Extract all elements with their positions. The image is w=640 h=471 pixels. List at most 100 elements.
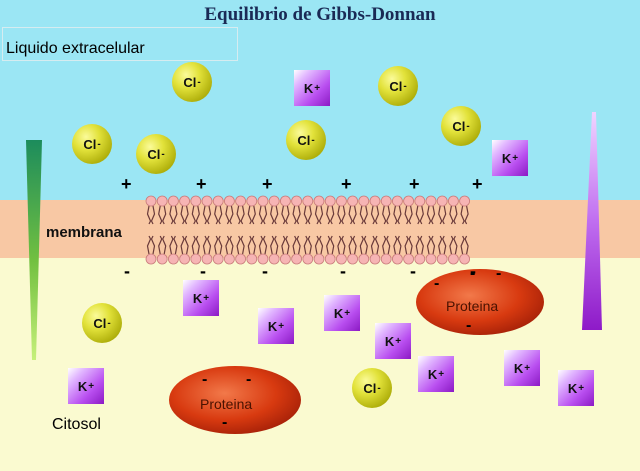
phospholipid-tail xyxy=(281,235,286,255)
phospholipid-head xyxy=(268,253,280,265)
phospholipid-head xyxy=(403,253,415,265)
phospholipid-tail xyxy=(363,205,368,225)
phospholipid-tail xyxy=(352,205,357,225)
potassium-ion: K+ xyxy=(324,295,360,331)
phospholipid-tail xyxy=(180,205,185,225)
phospholipid-head xyxy=(167,253,179,265)
phospholipid-head xyxy=(403,195,415,207)
phospholipid-tail xyxy=(426,205,432,225)
cytosol-gradient-wedge xyxy=(582,112,602,330)
phospholipid-tail xyxy=(337,205,342,225)
phospholipid-tail xyxy=(453,235,458,255)
chloride-ion: Cl- xyxy=(172,62,212,102)
phospholipid-tail xyxy=(206,205,212,225)
phospholipid-head xyxy=(223,253,235,265)
potassium-ion: K+ xyxy=(258,308,294,344)
phospholipid-tail xyxy=(274,235,279,255)
phospholipid-head xyxy=(391,253,403,265)
phospholipid-head xyxy=(145,253,157,265)
phospholipid-tail xyxy=(146,235,152,255)
phospholipid-tail xyxy=(303,205,308,225)
phospholipid-head xyxy=(335,253,347,265)
phospholipid-head xyxy=(358,253,370,265)
phospholipid-tail xyxy=(292,205,297,225)
phospholipid-tail xyxy=(374,235,380,255)
membrane-band xyxy=(0,200,640,258)
phospholipid-head xyxy=(380,195,392,207)
phospholipid-tail xyxy=(352,235,357,255)
phospholipid-tail xyxy=(404,235,409,255)
phospholipid-tail xyxy=(218,235,223,255)
phospholipid-tail xyxy=(341,205,346,225)
phospholipid-tail xyxy=(251,205,256,225)
phospholipid-tail xyxy=(296,235,301,255)
phospholipid-head xyxy=(145,195,157,207)
phospholipid-tail xyxy=(374,205,380,225)
phospholipid-tail xyxy=(370,235,376,255)
phospholipid-tail xyxy=(330,205,335,225)
phospholipid-tail xyxy=(240,235,245,255)
phospholipid-head xyxy=(436,195,448,207)
phospholipid-head xyxy=(246,195,258,207)
phospholipid-tail xyxy=(162,235,167,255)
phospholipid-tail xyxy=(419,235,424,255)
phospholipid-head xyxy=(179,195,191,207)
phospholipid-head xyxy=(223,195,235,207)
phospholipid-tail xyxy=(326,205,331,225)
potassium-ion: K+ xyxy=(558,370,594,406)
membrane-outer-charge: + xyxy=(409,174,420,194)
phospholipid-tail xyxy=(236,235,241,255)
phospholipid-tail xyxy=(386,235,391,255)
chloride-ion: Cl- xyxy=(72,124,112,164)
phospholipid-tail xyxy=(173,235,178,255)
phospholipid-head xyxy=(459,195,471,207)
phospholipid-tail xyxy=(285,235,290,255)
phospholipid-tail xyxy=(191,205,196,225)
phospholipid-tail xyxy=(195,235,200,255)
phospholipid-tail xyxy=(359,205,364,225)
extracellular-gradient-wedge xyxy=(26,140,42,360)
phospholipid-tail xyxy=(363,235,368,255)
potassium-ion: K+ xyxy=(68,368,104,404)
phospholipid-tail xyxy=(251,235,256,255)
phospholipid-head xyxy=(459,253,471,265)
phospholipid-tail xyxy=(281,205,286,225)
phospholipid-tail xyxy=(382,235,387,255)
phospholipid-tail xyxy=(146,205,152,225)
phospholipid-tail xyxy=(393,235,398,255)
phospholipid-tail xyxy=(318,205,324,225)
phospholipid-tail xyxy=(218,205,223,225)
phospholipid-tail xyxy=(202,205,208,225)
phospholipid-tail xyxy=(225,235,230,255)
phospholipid-head xyxy=(201,253,213,265)
membrane-outer-charge: + xyxy=(196,174,207,194)
phospholipid-tail xyxy=(337,235,342,255)
chloride-ion: Cl- xyxy=(352,368,392,408)
phospholipid-head xyxy=(391,195,403,207)
phospholipid-tail xyxy=(202,235,208,255)
label-box xyxy=(2,27,238,61)
phospholipid-head xyxy=(235,195,247,207)
chloride-ion: Cl- xyxy=(136,134,176,174)
phospholipid-tail xyxy=(206,235,212,255)
phospholipid-tail xyxy=(415,235,420,255)
phospholipid-tail xyxy=(285,205,290,225)
phospholipid-tail xyxy=(449,235,454,255)
phospholipid-tail xyxy=(270,235,275,255)
protein-charge: - xyxy=(246,371,252,388)
phospholipid-head xyxy=(335,195,347,207)
phospholipid-head xyxy=(156,253,168,265)
phospholipid-head xyxy=(190,253,202,265)
membrane-inner-charge: - xyxy=(200,261,206,281)
phospholipid-head xyxy=(447,253,459,265)
phospholipid-head xyxy=(358,195,370,207)
phospholipid-tail xyxy=(184,205,189,225)
phospholipid-tail xyxy=(348,205,353,225)
diagram-title: Equilibrio de Gibbs-Donnan xyxy=(204,4,436,25)
phospholipid-tail xyxy=(464,205,469,225)
phospholipid-tail xyxy=(258,205,264,225)
protein-charge: - xyxy=(434,275,440,292)
phospholipid-bilayer xyxy=(145,195,471,265)
phospholipid-head xyxy=(279,195,291,207)
phospholipid-tail xyxy=(314,205,320,225)
